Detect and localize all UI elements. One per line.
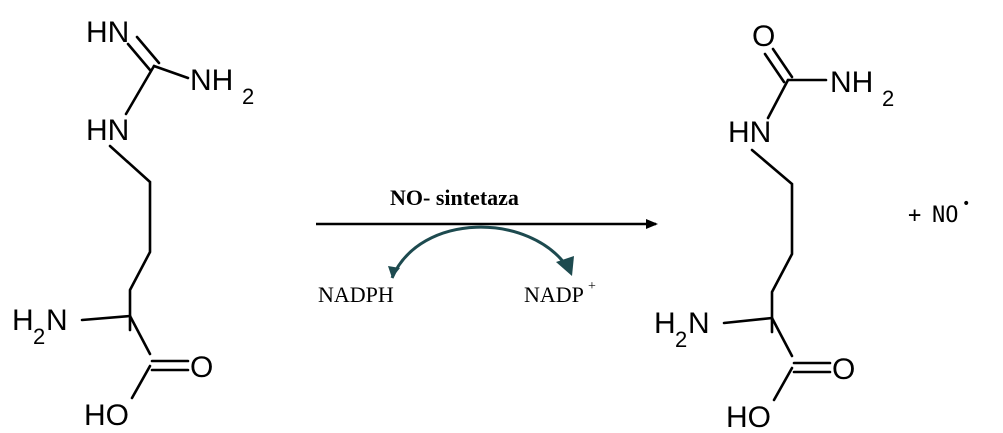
cofactor-nadp: NADP	[524, 282, 584, 307]
product-urea-double-bond-b	[771, 47, 794, 79]
reactant-nh-label: HN	[86, 114, 129, 147]
cofactor-curve-tail	[388, 266, 400, 278]
reactant-structure: HN NH 2 HN H 2 N O HO	[12, 16, 254, 432]
reactant-c-nh2-bond	[152, 64, 190, 80]
reactant-hydroxyl-bond	[130, 364, 152, 400]
product-hydroxyl-bond	[772, 366, 794, 402]
product-carbonyl-o: O	[832, 353, 855, 386]
product-nh-label: HN	[728, 116, 771, 149]
nitric-oxide-group: + NO •	[908, 196, 970, 228]
reactant-carbonyl-o: O	[190, 351, 213, 384]
product-carbonyl-o-top: O	[752, 20, 775, 53]
cofactor-curved-arrow	[390, 225, 570, 279]
reactant-alpha-c-bond	[128, 314, 152, 356]
reactant-h2n-subscript: 2	[33, 324, 45, 349]
product-urea-double-bond-a	[763, 52, 786, 84]
product-h2n-n: N	[688, 307, 710, 340]
product-structure: O NH 2 HN H 2 N O HO	[654, 20, 894, 433]
reactant-imine-double-bond-a	[126, 42, 152, 72]
nitric-oxide-label: NO	[932, 203, 959, 228]
product-h2n-subscript: 2	[675, 327, 687, 352]
reactant-imine-double-bond-b	[135, 35, 161, 65]
reactant-hydroxyl-label: HO	[84, 399, 129, 432]
product-c-nh-bond	[766, 78, 790, 120]
reaction-arrow-group: NO- sintetaza NADPH NADP +	[316, 185, 658, 307]
reactant-alpha-n-bond	[80, 314, 132, 322]
product-h2n-h: H	[654, 307, 676, 340]
product-hydroxyl-label: HO	[726, 401, 771, 433]
reactant-h2n-n: N	[46, 304, 68, 337]
nitric-oxide-radical-dot: •	[962, 196, 970, 212]
cofactor-nadp-charge: +	[588, 279, 596, 294]
reactant-h2n-h: H	[12, 304, 34, 337]
reactant-nh2-label: NH	[190, 64, 233, 97]
product-side-chain	[750, 148, 794, 334]
reactant-nh2-subscript: 2	[242, 84, 254, 109]
product-alpha-n-bond	[722, 316, 774, 325]
enzyme-label: NO- sintetaza	[390, 185, 519, 210]
reactant-imine-label: HN	[86, 16, 129, 49]
cofactor-nadph: NADPH	[318, 282, 394, 307]
product-nh2-subscript: 2	[882, 86, 894, 111]
product-nh2-label: NH	[830, 66, 873, 99]
reactant-c-nh-bond	[124, 64, 156, 116]
cofactor-curve-head	[556, 256, 574, 276]
reactant-side-chain	[108, 144, 152, 332]
product-alpha-c-bond	[770, 316, 794, 358]
byproduct-plus-sign: +	[908, 203, 921, 228]
